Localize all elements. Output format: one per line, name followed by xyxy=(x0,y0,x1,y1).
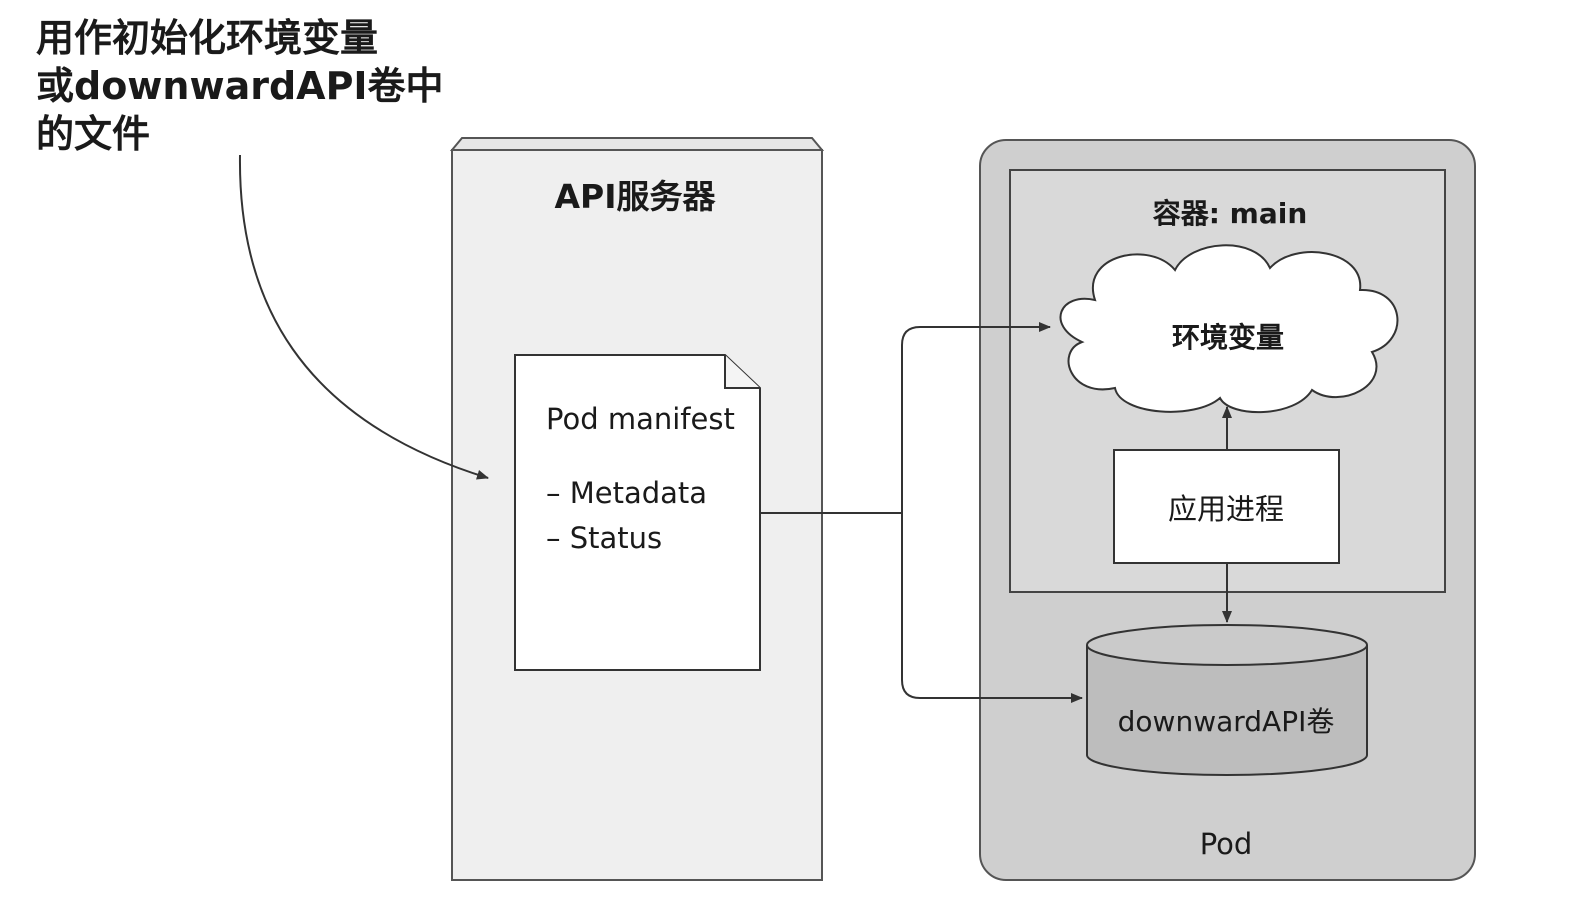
api-server-title: API服务器 xyxy=(554,177,716,216)
annotation-line-1: 用作初始化环境变量 xyxy=(36,16,379,60)
manifest-title: Pod manifest xyxy=(546,402,735,436)
env-vars-label: 环境变量 xyxy=(1171,321,1285,354)
env-vars-cloud xyxy=(1059,244,1399,414)
connector-to-env-vars xyxy=(901,322,1051,513)
container-title: 容器: main xyxy=(1152,197,1308,230)
manifest-item-status: – Status xyxy=(546,521,663,555)
app-process-label: 应用进程 xyxy=(1167,492,1285,526)
pod-label: Pod xyxy=(1199,827,1253,861)
annotation-arrow xyxy=(238,154,489,480)
pod-manifest-document xyxy=(514,354,761,671)
downward-api-volume xyxy=(1086,624,1368,776)
annotation-line-3: 的文件 xyxy=(36,112,151,156)
annotation-line-2: 或downwardAPI卷中 xyxy=(36,64,444,108)
manifest-item-metadata: – Metadata xyxy=(546,476,708,510)
connector-to-volume xyxy=(901,513,1083,703)
downward-api-volume-label: downwardAPI卷 xyxy=(1117,705,1335,738)
